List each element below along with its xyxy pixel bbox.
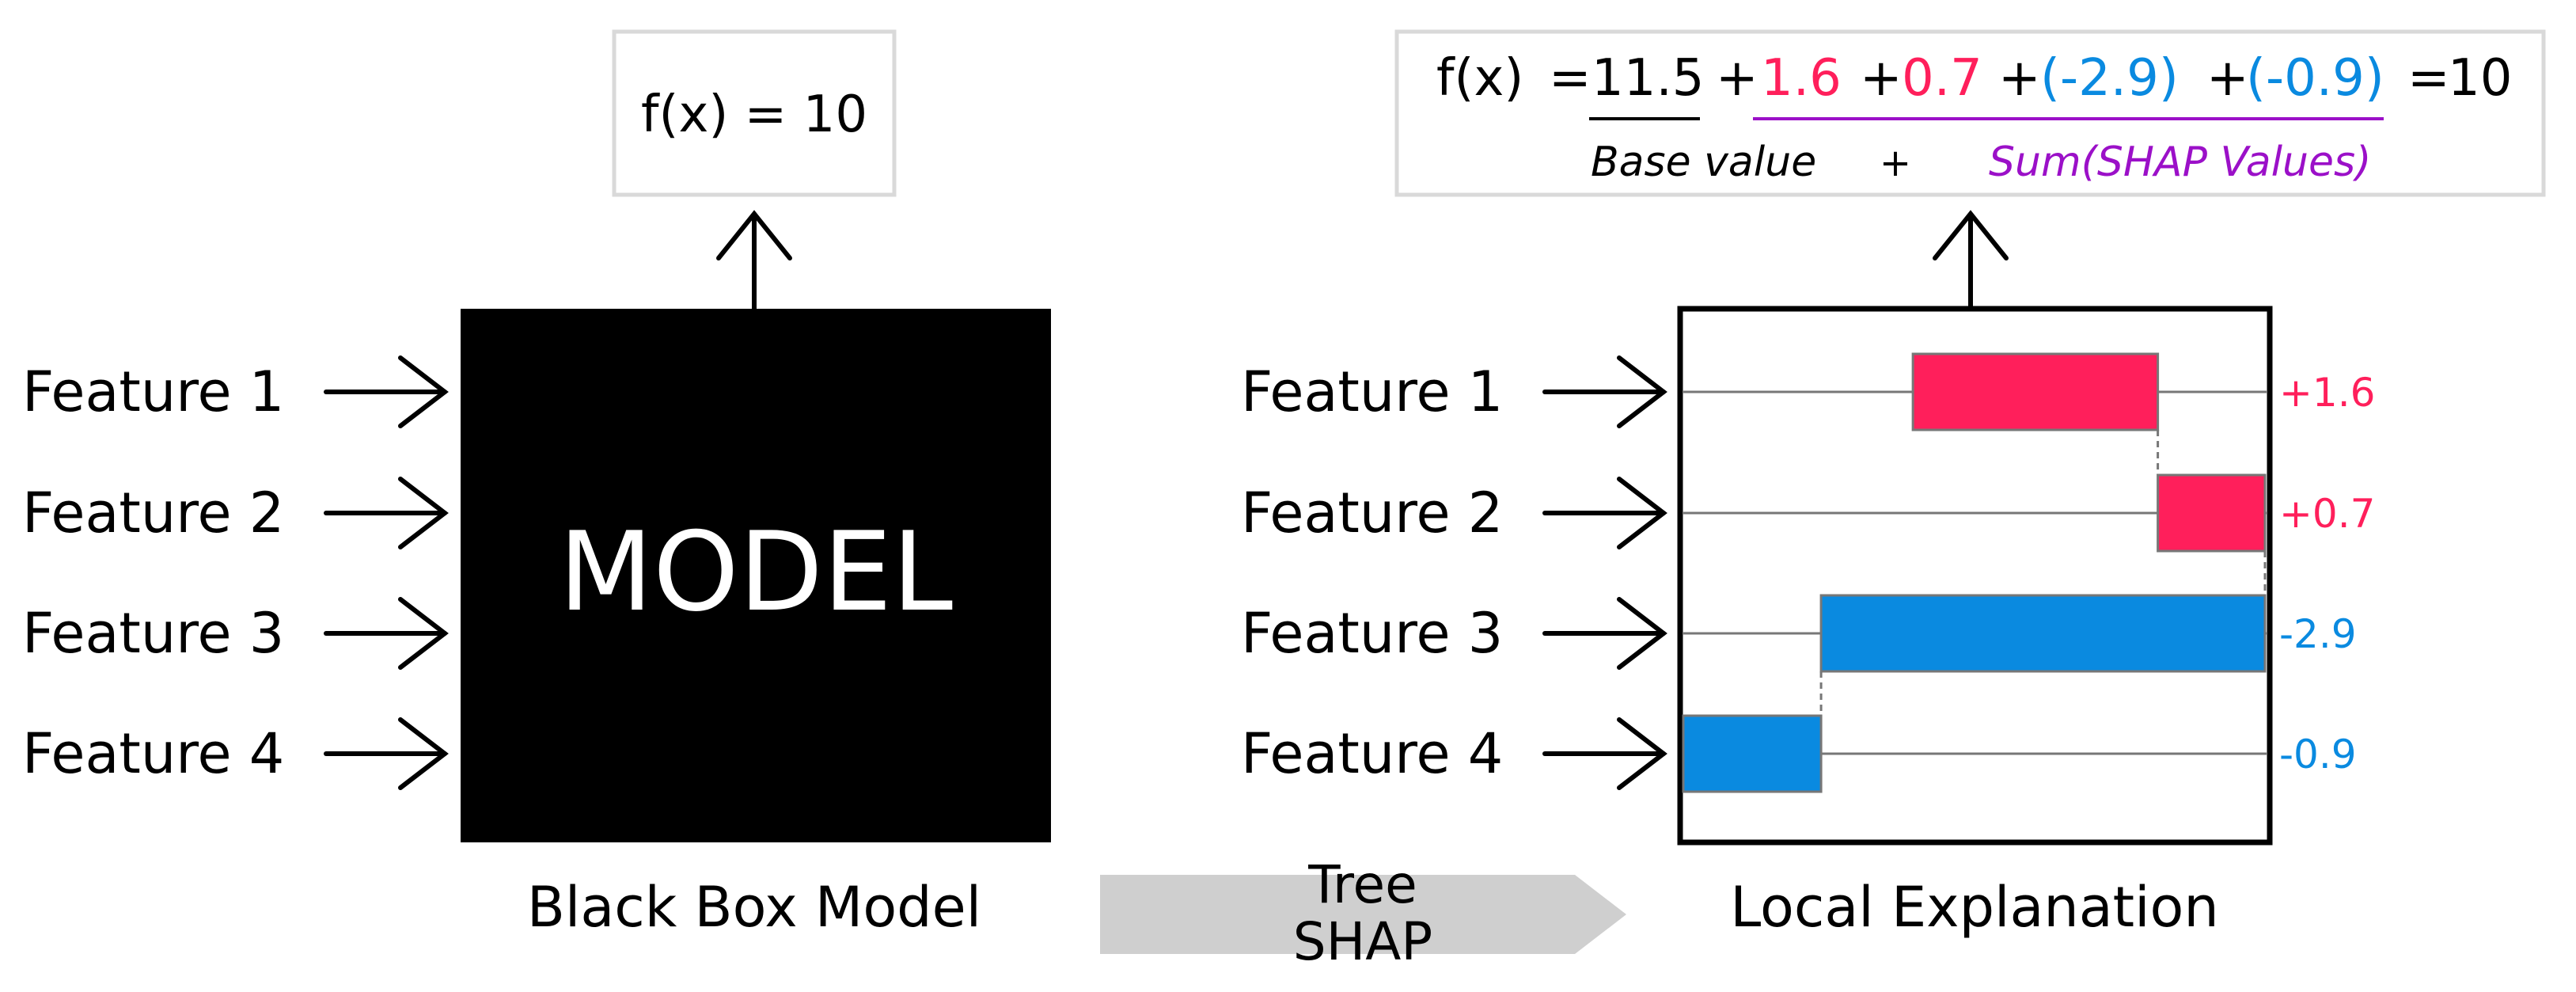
process-label-line2: SHAP	[1293, 911, 1432, 972]
equation-plus-1: +	[1716, 49, 1758, 108]
process-arrow	[1100, 875, 1626, 954]
left-feature-label-4: Feature 4	[22, 721, 284, 786]
right-feature-arrow-2	[1542, 477, 1667, 549]
left-feature-arrow-3	[324, 597, 449, 670]
shap-value-label-1: +1.6	[2279, 370, 2375, 416]
model-label: MODEL	[559, 508, 953, 636]
equation-term-3: (-2.9)	[2040, 49, 2179, 108]
right-feature-label-3: Feature 3	[1241, 601, 1503, 666]
explanation-output-arrow	[1933, 210, 2009, 311]
shap-equation: f(x) = 11.5 + 1.6 + 0.7 + (-2.9) + (-0.9…	[1436, 49, 2512, 108]
output-arrow	[716, 210, 792, 311]
right-feature-arrow-3	[1542, 597, 1667, 670]
equation-term-1: 1.6	[1761, 49, 1842, 108]
tree-shap-process: Tree SHAP	[1100, 854, 1626, 972]
shap-value-label-4: -0.9	[2279, 732, 2357, 777]
left-feature-arrow-4	[324, 717, 449, 790]
model-output: f(x) = 10	[641, 86, 867, 144]
right-feature-label-2: Feature 2	[1241, 481, 1503, 545]
equation-plus-2: +	[1860, 49, 1903, 108]
shap-bar-feature-3	[1819, 594, 2267, 673]
shap-value-label-2: +0.7	[2279, 491, 2375, 537]
equation-result: 10	[2448, 49, 2512, 108]
equation-term-4: (-0.9)	[2246, 49, 2384, 108]
base-value-label: Base value	[1591, 139, 1816, 186]
black-box-caption: Black Box Model	[527, 875, 981, 940]
equation-equals: =	[1549, 49, 1592, 108]
equation-lhs: f(x)	[1436, 49, 1523, 108]
right-feature-label-1: Feature 1	[1241, 359, 1503, 424]
output-box	[612, 29, 897, 197]
left-feature-arrow-1	[324, 355, 449, 428]
local-explanation-caption: Local Explanation	[1730, 875, 2218, 940]
right-feature-arrow-4	[1542, 717, 1667, 790]
equation-box	[1394, 29, 2546, 197]
equation-term-2: 0.7	[1902, 49, 1982, 108]
shap-bar-feature-2	[2157, 473, 2267, 553]
shap-value-label-3: -2.9	[2279, 611, 2357, 657]
equation-base-value: 11.5	[1592, 49, 1705, 108]
process-label-line1: Tree	[1307, 854, 1417, 915]
left-feature-label-3: Feature 3	[22, 601, 284, 666]
equation-plus-4: +	[2206, 49, 2249, 108]
sum-shap-label: Sum(SHAP Values)	[1989, 139, 2371, 186]
model-box	[461, 309, 1051, 842]
left-feature-arrow-2	[324, 477, 449, 549]
black-box-panel: f(x) = 10 MODEL Feature 1 Feature 2 Featur…	[22, 29, 1051, 940]
local-explanation-panel: f(x) = 11.5 + 1.6 + 0.7 + (-2.9) + (-0.9…	[1241, 29, 2546, 940]
shap-bar-feature-4	[1682, 714, 1823, 793]
shap-bar-feature-1	[1911, 352, 2160, 431]
equation-mid-plus: +	[1880, 141, 1911, 185]
equation-plus-3: +	[1998, 49, 2041, 108]
right-feature-arrow-1	[1542, 355, 1667, 428]
right-feature-label-4: Feature 4	[1241, 721, 1503, 786]
left-feature-label-2: Feature 2	[22, 481, 284, 545]
equation-equals-2: =	[2407, 49, 2450, 108]
left-feature-label-1: Feature 1	[22, 359, 284, 424]
